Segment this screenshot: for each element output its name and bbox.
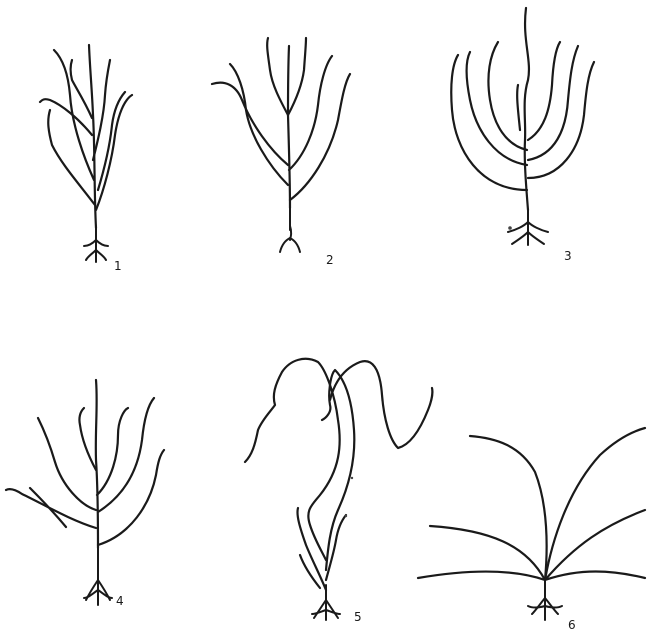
roots-5	[312, 585, 340, 620]
plant-drawing-4	[6, 380, 164, 548]
figure-label-4: 4	[116, 594, 124, 608]
roots-3	[508, 210, 548, 245]
roots-1	[84, 228, 108, 262]
plant-drawing-1	[40, 45, 132, 228]
roots-2	[280, 208, 300, 252]
speck-mark	[508, 226, 512, 230]
figure-label-2: 2	[326, 253, 334, 267]
roots-4	[84, 548, 112, 605]
figure-label-5: 5	[354, 610, 362, 624]
roots-6	[528, 580, 562, 620]
figure-label-3: 3	[564, 249, 572, 263]
plant-drawing-2	[212, 38, 350, 208]
figure-label-6: 6	[568, 618, 576, 632]
plant-drawing-5	[245, 359, 432, 590]
figure-label-1: 1	[114, 259, 122, 273]
plant-drawing-6	[418, 428, 645, 580]
speck-mark	[351, 477, 353, 479]
plant-drawing-3	[451, 8, 594, 210]
speck-mark	[345, 515, 347, 517]
